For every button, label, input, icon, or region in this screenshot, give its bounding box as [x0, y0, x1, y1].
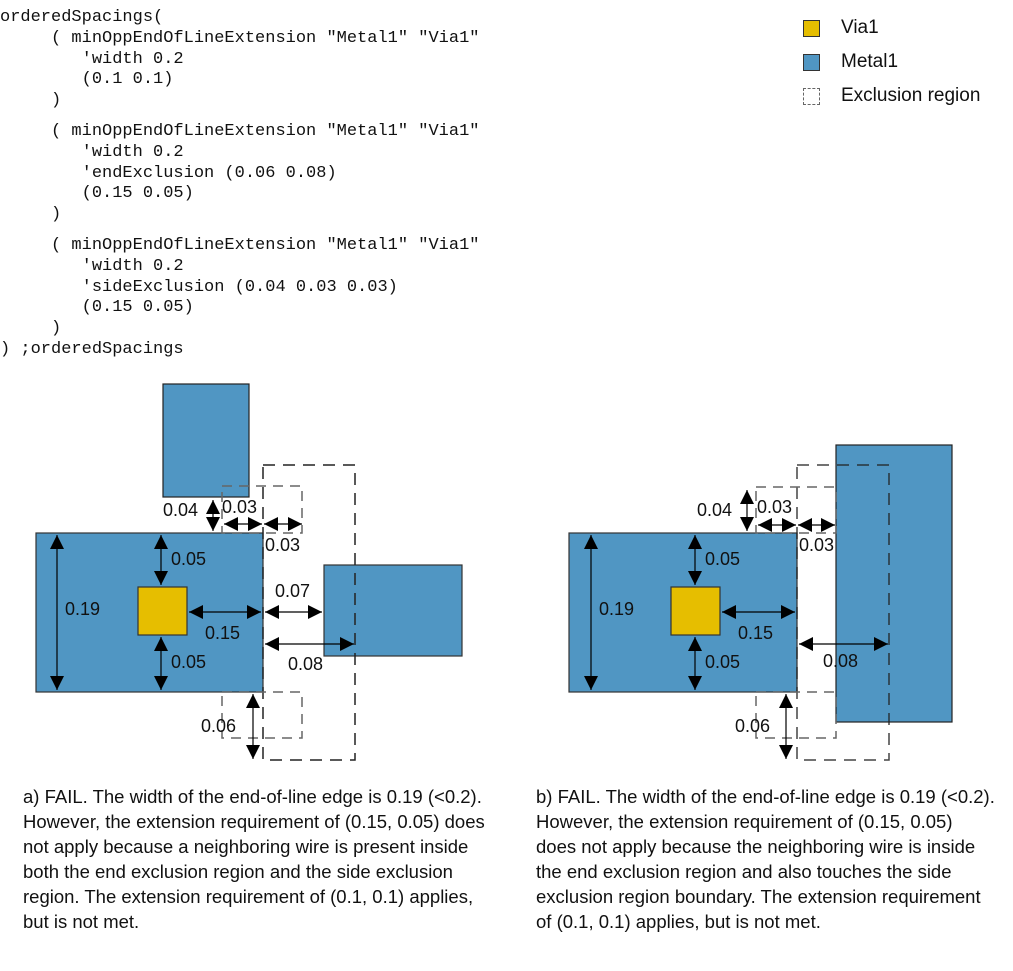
code-line: 'width 0.2 — [0, 49, 184, 69]
label-extension: 0.15 — [738, 623, 773, 643]
caption-a: a) FAIL. The width of the end-of-line ed… — [23, 786, 485, 932]
legend-label: Via1 — [841, 17, 879, 38]
label-extension: 0.15 — [205, 623, 240, 643]
code-listing: orderedSpacings( ( minOppEndOfLineExtens… — [0, 8, 479, 361]
code-line: ( minOppEndOfLineExtension "Metal1" "Via… — [0, 121, 480, 141]
code-line: ( minOppEndOfLineExtension "Metal1" "Via… — [0, 28, 480, 48]
diagram-a: 0.04 0.03 0.03 0.05 0.19 0.15 0.05 0.07 … — [35, 383, 463, 761]
label-end-excl-side: 0.06 — [201, 716, 236, 736]
label-via-bottom: 0.05 — [705, 652, 740, 672]
label-spacing: 0.07 — [275, 581, 310, 601]
label-end-excl-len: 0.08 — [823, 651, 858, 671]
via1 — [670, 586, 721, 636]
code-line: 'endExclusion (0.06 0.08) — [0, 163, 337, 183]
side-exclusion-top — [221, 485, 303, 534]
label-width: 0.19 — [65, 599, 100, 619]
legend: Via1 Metal1 Exclusion region — [803, 11, 980, 113]
side-exclusion-bottom — [755, 691, 837, 739]
label-via-top: 0.05 — [171, 549, 206, 569]
end-exclusion-region — [796, 464, 890, 761]
code-line: 'width 0.2 — [0, 256, 184, 276]
code-line: ) ;orderedSpacings — [0, 339, 184, 359]
label-side-top: 0.04 — [697, 500, 732, 520]
code-line: (0.15 0.05) — [0, 184, 194, 204]
legend-label: Metal1 — [841, 51, 899, 72]
label-width: 0.19 — [599, 599, 634, 619]
via1-swatch-icon — [803, 19, 820, 37]
legend-item-metal1: Metal1 — [803, 45, 980, 79]
side-exclusion-top — [755, 486, 837, 534]
diagram-b: 0.04 0.03 0.03 0.05 0.19 0.15 0.05 0.08 … — [568, 444, 953, 761]
label-via-top: 0.05 — [705, 549, 740, 569]
code-line: (0.1 0.1) — [0, 70, 174, 90]
code-line: orderedSpacings( — [0, 8, 164, 27]
code-line: ) — [0, 319, 62, 339]
end-exclusion-region — [262, 464, 356, 761]
label-side-right: 0.03 — [799, 535, 834, 555]
neighbor-metal-right — [323, 564, 463, 657]
label-via-bottom: 0.05 — [171, 652, 206, 672]
legend-label: Exclusion region — [841, 85, 981, 106]
legend-item-exclusion: Exclusion region — [803, 79, 980, 113]
code-line: ( minOppEndOfLineExtension "Metal1" "Via… — [0, 235, 480, 255]
code-line: ) — [0, 91, 62, 111]
metal1-swatch-icon — [803, 53, 820, 71]
label-side-left: 0.03 — [757, 497, 792, 517]
exclusion-swatch-icon — [803, 87, 820, 105]
label-side-left: 0.03 — [222, 497, 257, 517]
label-end-excl-len: 0.08 — [288, 654, 323, 674]
code-line: 'width 0.2 — [0, 142, 184, 162]
side-exclusion-bottom — [221, 691, 303, 739]
neighbor-metal-right — [835, 444, 953, 723]
code-line: (0.15 0.05) — [0, 298, 194, 318]
label-side-top: 0.04 — [163, 500, 198, 520]
via1 — [137, 586, 188, 636]
caption-b: b) FAIL. The width of the end-of-line ed… — [536, 786, 995, 932]
neighbor-metal-top — [162, 383, 250, 498]
code-line: 'sideExclusion (0.04 0.03 0.03) — [0, 277, 398, 297]
legend-item-via1: Via1 — [803, 11, 980, 45]
code-line: ) — [0, 205, 62, 225]
label-side-right: 0.03 — [265, 535, 300, 555]
label-end-excl-side: 0.06 — [735, 716, 770, 736]
